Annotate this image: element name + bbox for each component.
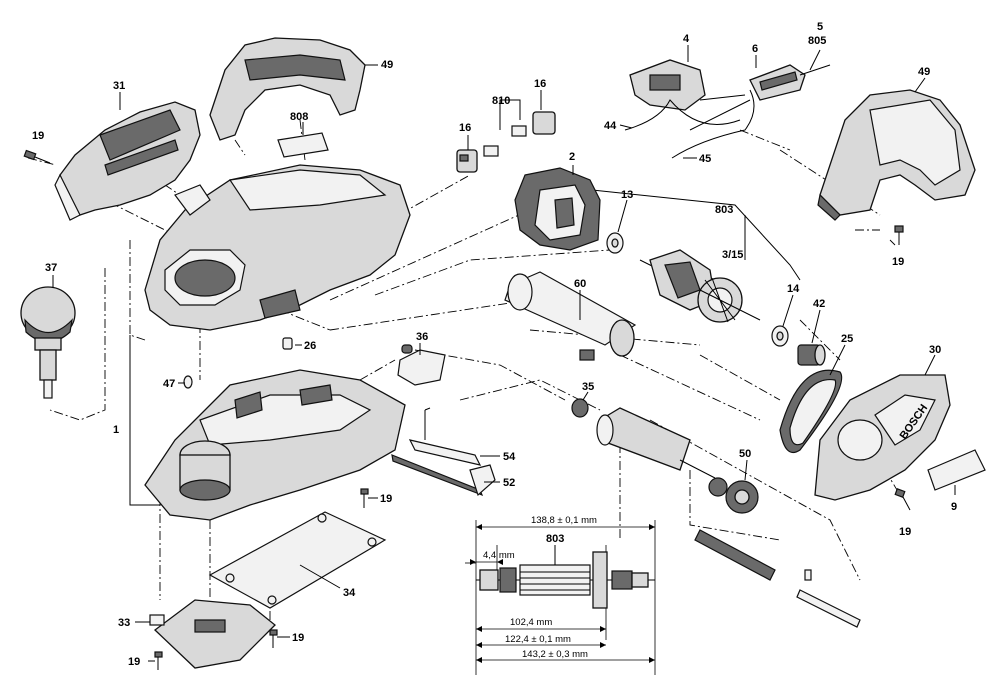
main-housing: [144, 164, 411, 331]
label-2: 2: [569, 151, 575, 163]
part-808-label: [277, 132, 329, 158]
screw-19-top-left: [23, 149, 51, 164]
label-49: 49: [381, 59, 393, 71]
part-31-side-cover: [54, 101, 201, 221]
label-42: 42: [813, 298, 825, 310]
part-52-blade: [391, 454, 496, 497]
label-36: 36: [416, 331, 428, 343]
armature-dimension-drawing: 138,8 ± 0,1 mm 4,4 mm 102,4 mm 122,4 ± 0…: [465, 515, 656, 675]
label-19-rear-handle: 19: [892, 256, 904, 268]
part-6-strain-relief: [749, 64, 806, 101]
dim-commutator-offset: 4,4 mm: [483, 550, 515, 561]
part-60-tube: [504, 271, 637, 361]
label-13: 13: [621, 189, 633, 201]
bracket-lines: [129, 94, 801, 506]
label-19: 19: [32, 130, 44, 142]
label-16-right: 16: [534, 78, 546, 90]
part-803-armature: [639, 249, 761, 323]
part-25-belt: [779, 369, 843, 454]
label-60: 60: [574, 278, 586, 290]
label-54: 54: [503, 451, 516, 463]
part-4-cord-clamp: [629, 59, 706, 111]
part-30-belt-cover: BOSCH: [814, 374, 951, 501]
label-34: 34: [343, 587, 356, 599]
label-14: 14: [787, 283, 800, 295]
label-49-right: 49: [918, 66, 930, 78]
dim-shaft-length: 143,2 ± 0,3 mm: [522, 649, 588, 660]
planer-drum: [596, 407, 728, 497]
part-45-wire: [671, 89, 755, 159]
part-54-blade-holder: [408, 407, 482, 466]
part-16-switch-left: [456, 149, 478, 173]
part-42-pulley: [797, 344, 826, 366]
label-5: 5: [817, 21, 823, 33]
part-34-base-plate: [208, 511, 387, 609]
label-19-bottom-center: 19: [292, 632, 304, 644]
part-35-bearing: [571, 398, 589, 418]
label-19-bottom-left: 19: [128, 656, 140, 668]
label-16-left: 16: [459, 122, 471, 134]
label-26: 26: [304, 340, 316, 352]
label-33: 33: [118, 617, 130, 629]
label-37: 37: [45, 262, 57, 274]
assembly-lines: [27, 119, 901, 620]
part-9-panel: [927, 449, 986, 491]
screw-19-rear-handle: [894, 225, 904, 245]
screw-19-cover: [894, 488, 911, 511]
label-810: 810: [492, 95, 510, 107]
label-803-dimension: 803: [546, 533, 564, 545]
label-31: 31: [113, 80, 125, 92]
part-49-rear-handle: [817, 89, 976, 221]
part-44-wire: [624, 99, 741, 131]
part-37-knob: [20, 286, 76, 399]
screw-19-middle: [360, 488, 369, 508]
part-labels: 19 31 49 808 37 26 47 1 36 54 52 19 34 3…: [32, 21, 957, 668]
part-2-stator: [514, 167, 601, 251]
part-26-pin: [282, 337, 293, 350]
label-3-15: 3/15: [722, 249, 743, 261]
dim-fan-position: 122,4 ± 0,1 mm: [505, 634, 571, 645]
part-50-pulley: [725, 480, 759, 514]
label-44: 44: [604, 120, 617, 132]
label-45: 45: [699, 153, 711, 165]
part-47-ring: [183, 375, 193, 389]
part-36-lever: [397, 344, 446, 386]
label-803: 803: [715, 204, 733, 216]
label-leaders: [52, 45, 956, 662]
label-25: 25: [841, 333, 853, 345]
label-47: 47: [163, 378, 175, 390]
blade-parts-bottom: [694, 529, 861, 628]
label-1: 1: [113, 424, 119, 436]
label-35: 35: [582, 381, 594, 393]
part-49-handle-cover: [209, 37, 366, 141]
label-808: 808: [290, 111, 308, 123]
part-810-connectors: [483, 125, 527, 157]
label-52: 52: [503, 477, 515, 489]
screw-19-bottom-left: [154, 651, 163, 670]
label-805: 805: [808, 35, 826, 47]
label-19-cover: 19: [899, 526, 911, 538]
label-6: 6: [752, 43, 758, 55]
screw-19-bottom-center: [269, 629, 278, 648]
label-30: 30: [929, 344, 941, 356]
dim-overall-armature: 138,8 ± 0,1 mm: [531, 515, 597, 526]
part-16-switch-right: [532, 111, 556, 135]
base-housing: [144, 369, 406, 521]
dim-core-length: 102,4 mm: [510, 617, 552, 628]
label-19-middle: 19: [380, 493, 392, 505]
label-4: 4: [683, 33, 690, 45]
part-14-washer: [771, 325, 789, 347]
label-50: 50: [739, 448, 751, 460]
part-5-power-cord: [799, 64, 831, 76]
part-13-washer: [606, 232, 624, 254]
part-33-shoe: [149, 599, 276, 669]
label-9: 9: [951, 501, 957, 513]
